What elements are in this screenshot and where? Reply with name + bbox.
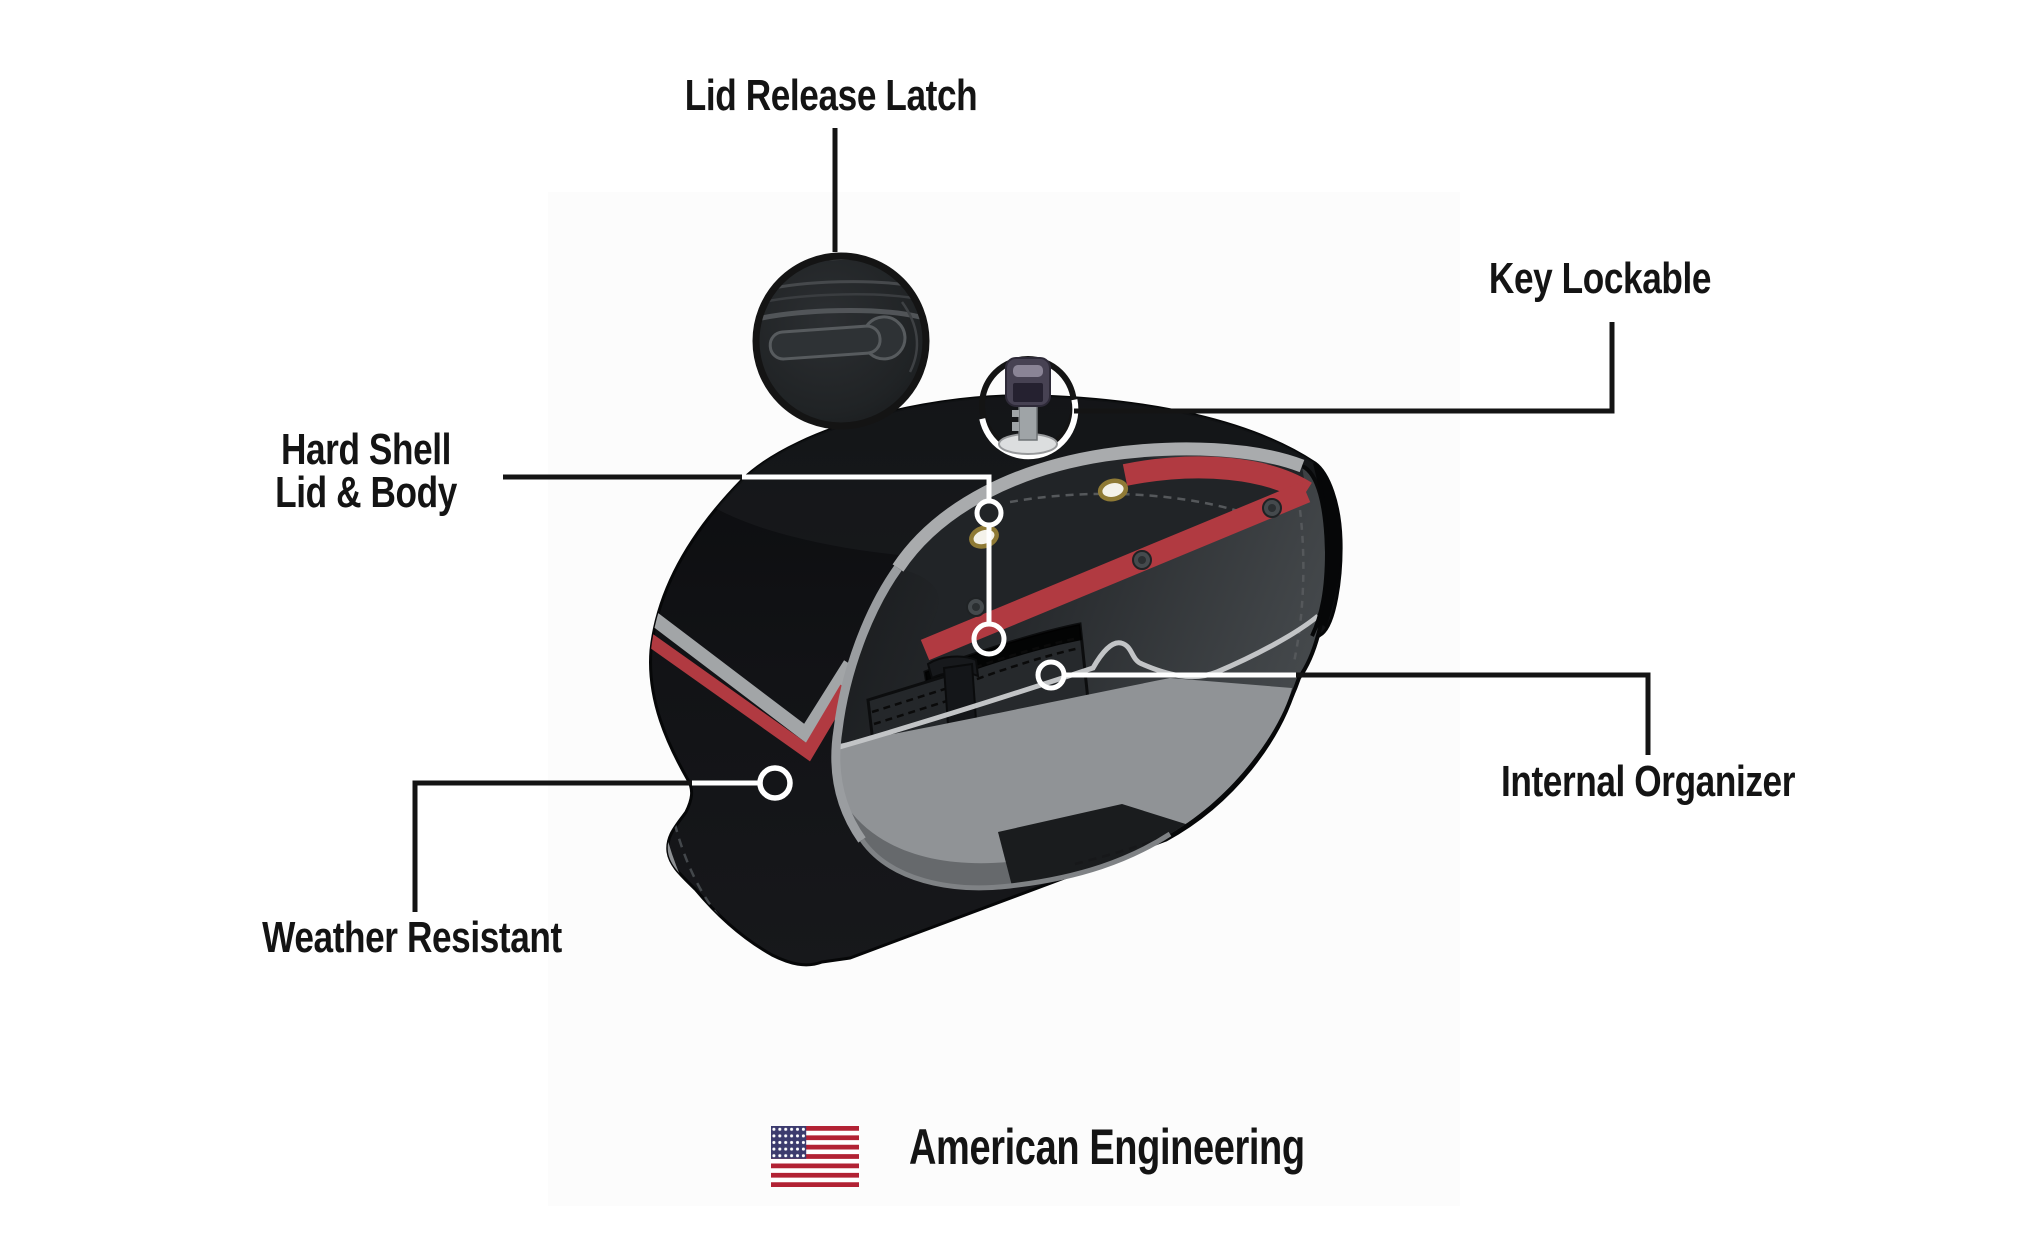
key-icon [979,356,1079,460]
bottom-rim-piping [859,831,1172,891]
lid-corner-beak [1312,463,1341,636]
label-lid-release-latch: Lid Release Latch [684,71,978,120]
hardshell-callout-line-white [742,474,992,500]
interior-floor [838,678,1292,888]
rivets [966,498,1282,617]
us-flag-icon [771,1126,859,1187]
feature-marker-ring-organizer [1035,659,1067,691]
latch-lever [768,315,907,361]
feature-marker-ring-weather [757,765,793,801]
label-hard-shell-line2: Lid & Body [275,468,457,517]
feature-marker-ring-lid [974,498,1004,528]
label-hard-shell: Hard Shell Lid & Body [275,425,457,517]
organizer-callout-line-black [1296,672,1651,755]
flap-gray-chevron [650,602,856,745]
feature-marker-ring-body [971,621,1007,657]
label-key-lockable: Key Lockable [1488,254,1712,303]
elastic-cord [835,614,1320,751]
weather-callout-line-black [412,780,692,912]
key-shaft [1018,401,1038,441]
label-american-engineering: American Engineering [909,1119,1305,1175]
label-hard-shell-line1: Hard Shell [280,425,452,474]
floor-dark-corner [998,804,1192,886]
red-trim-upper [1122,456,1312,502]
key-callout-line [1074,322,1615,414]
flap-red-chevron [650,624,852,762]
lid-stitching [1009,492,1249,516]
label-weather-resistant: Weather Resistant [262,913,562,962]
interior-upper-wall [898,455,1306,640]
callout-connectors [412,128,1651,912]
flap-edge-piping [831,565,902,843]
lid-edge-piping [892,442,1305,572]
label-internal-organizer: Internal Organizer [1500,757,1796,806]
flag-stripes [771,1126,859,1187]
lid-release-latch-inset [752,252,930,430]
flag-stars [771,1126,807,1159]
